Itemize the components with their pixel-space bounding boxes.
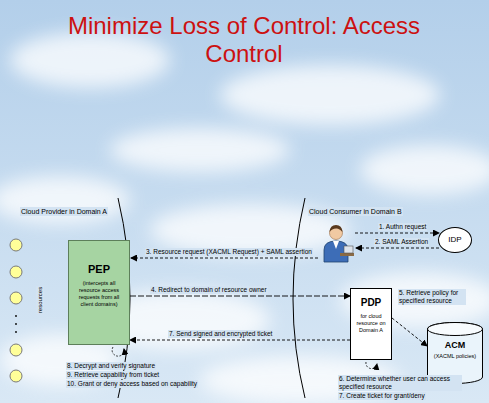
step-label: 7. Send signed and encrypted ticket <box>168 330 273 338</box>
message-arrow <box>130 296 350 297</box>
node-heading: IDP <box>448 235 461 245</box>
node-heading: PDP <box>361 297 382 309</box>
pdp-box: PDP for cloud resource on Domain A <box>350 288 392 360</box>
step-label: 4. Redirect to domain of resource owner <box>150 286 268 294</box>
ellipsis-dots <box>15 315 17 333</box>
domain-label: Cloud Consumer in Domain B <box>308 207 403 216</box>
pep-box: PEP (intercepts all resource access reque… <box>68 240 130 345</box>
step-label: 3. Resource request (XACML Request) + SA… <box>145 248 313 256</box>
message-arrow <box>392 318 427 346</box>
vertical-label: resources <box>36 286 44 314</box>
pep-self-loop <box>112 347 124 356</box>
slide-title: Minimize Loss of Control: Access Control <box>54 12 434 68</box>
node-heading: ACM <box>445 340 466 351</box>
step-label: 9. Retrieve capability from ticket <box>66 371 160 379</box>
step-label: 7. Create ticket for grant/deny <box>338 392 426 400</box>
step-label: 1. Authn request <box>378 223 427 231</box>
idp-oval: IDP <box>438 227 472 253</box>
domain-b-boundary <box>293 198 305 398</box>
step-label: 8. Decrypt and verify signature <box>66 362 156 370</box>
step-label: 6. Determine whether user can access spe… <box>338 375 462 391</box>
step-label: 10. Grant or deny access based on capabi… <box>66 380 198 388</box>
clouds <box>0 32 489 403</box>
step-label: 5. Retrieve policy for specified resourc… <box>398 289 466 305</box>
assertion-arrow <box>356 248 439 249</box>
authn-arrow <box>355 233 439 234</box>
message-arrow <box>130 340 350 341</box>
node-body: for cloud resource on Domain A <box>353 313 389 334</box>
node-body: (intercepts all resource access requests… <box>72 280 126 308</box>
request-arrow <box>131 258 318 259</box>
domain-label: Cloud Provider in Domain A <box>20 207 108 216</box>
step-label: 2. SAML Assertion <box>374 238 429 246</box>
user-icon <box>324 225 354 262</box>
pdp-self-loop <box>366 362 377 369</box>
resource-circles <box>10 239 22 382</box>
node-body: (XACML policies) <box>434 353 476 360</box>
node-heading: PEP <box>88 263 110 276</box>
